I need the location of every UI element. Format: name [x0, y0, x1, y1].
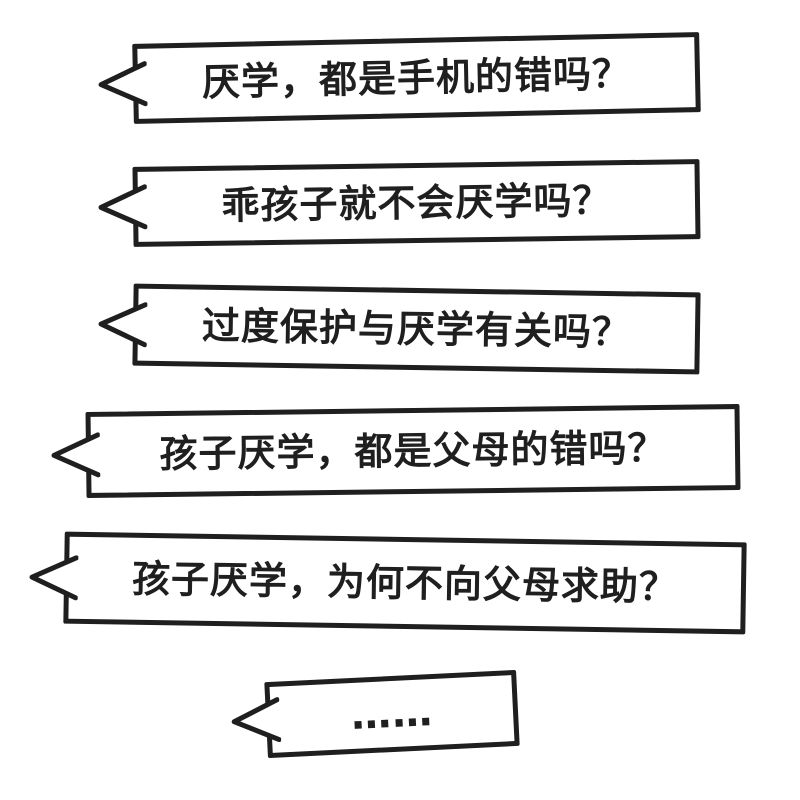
speech-bubble: 乖孩子就不会厌学吗？ — [98, 159, 701, 247]
bubble-text: 厌学，都是手机的错吗？ — [201, 51, 632, 105]
speech-bubble: 孩子厌学，都是父母的错吗？ — [51, 404, 741, 498]
speech-tail-icon — [231, 697, 282, 743]
bubble-text: 过度保护与厌学有关吗？ — [201, 303, 632, 355]
speech-bubble: 孩子厌学，为何不向父母求助？ — [29, 531, 747, 635]
bubble-text: 孩子厌学，为何不向父母求助？ — [131, 556, 679, 610]
speech-tail-icon — [29, 555, 79, 601]
speech-tail-icon — [51, 432, 101, 478]
speech-bubble: …… — [231, 669, 520, 759]
speech-tail-icon — [98, 302, 148, 348]
speech-tail-icon — [98, 184, 148, 230]
bubble-text: …… — [349, 689, 435, 739]
bubble-text: 乖孩子就不会厌学吗？ — [221, 178, 612, 228]
speech-bubble: 过度保护与厌学有关吗？ — [98, 283, 701, 375]
speech-bubble: 厌学，都是手机的错吗？ — [98, 32, 701, 124]
speech-tail-icon — [98, 61, 148, 107]
bubble-text: 孩子厌学，都是父母的错吗？ — [159, 425, 667, 477]
